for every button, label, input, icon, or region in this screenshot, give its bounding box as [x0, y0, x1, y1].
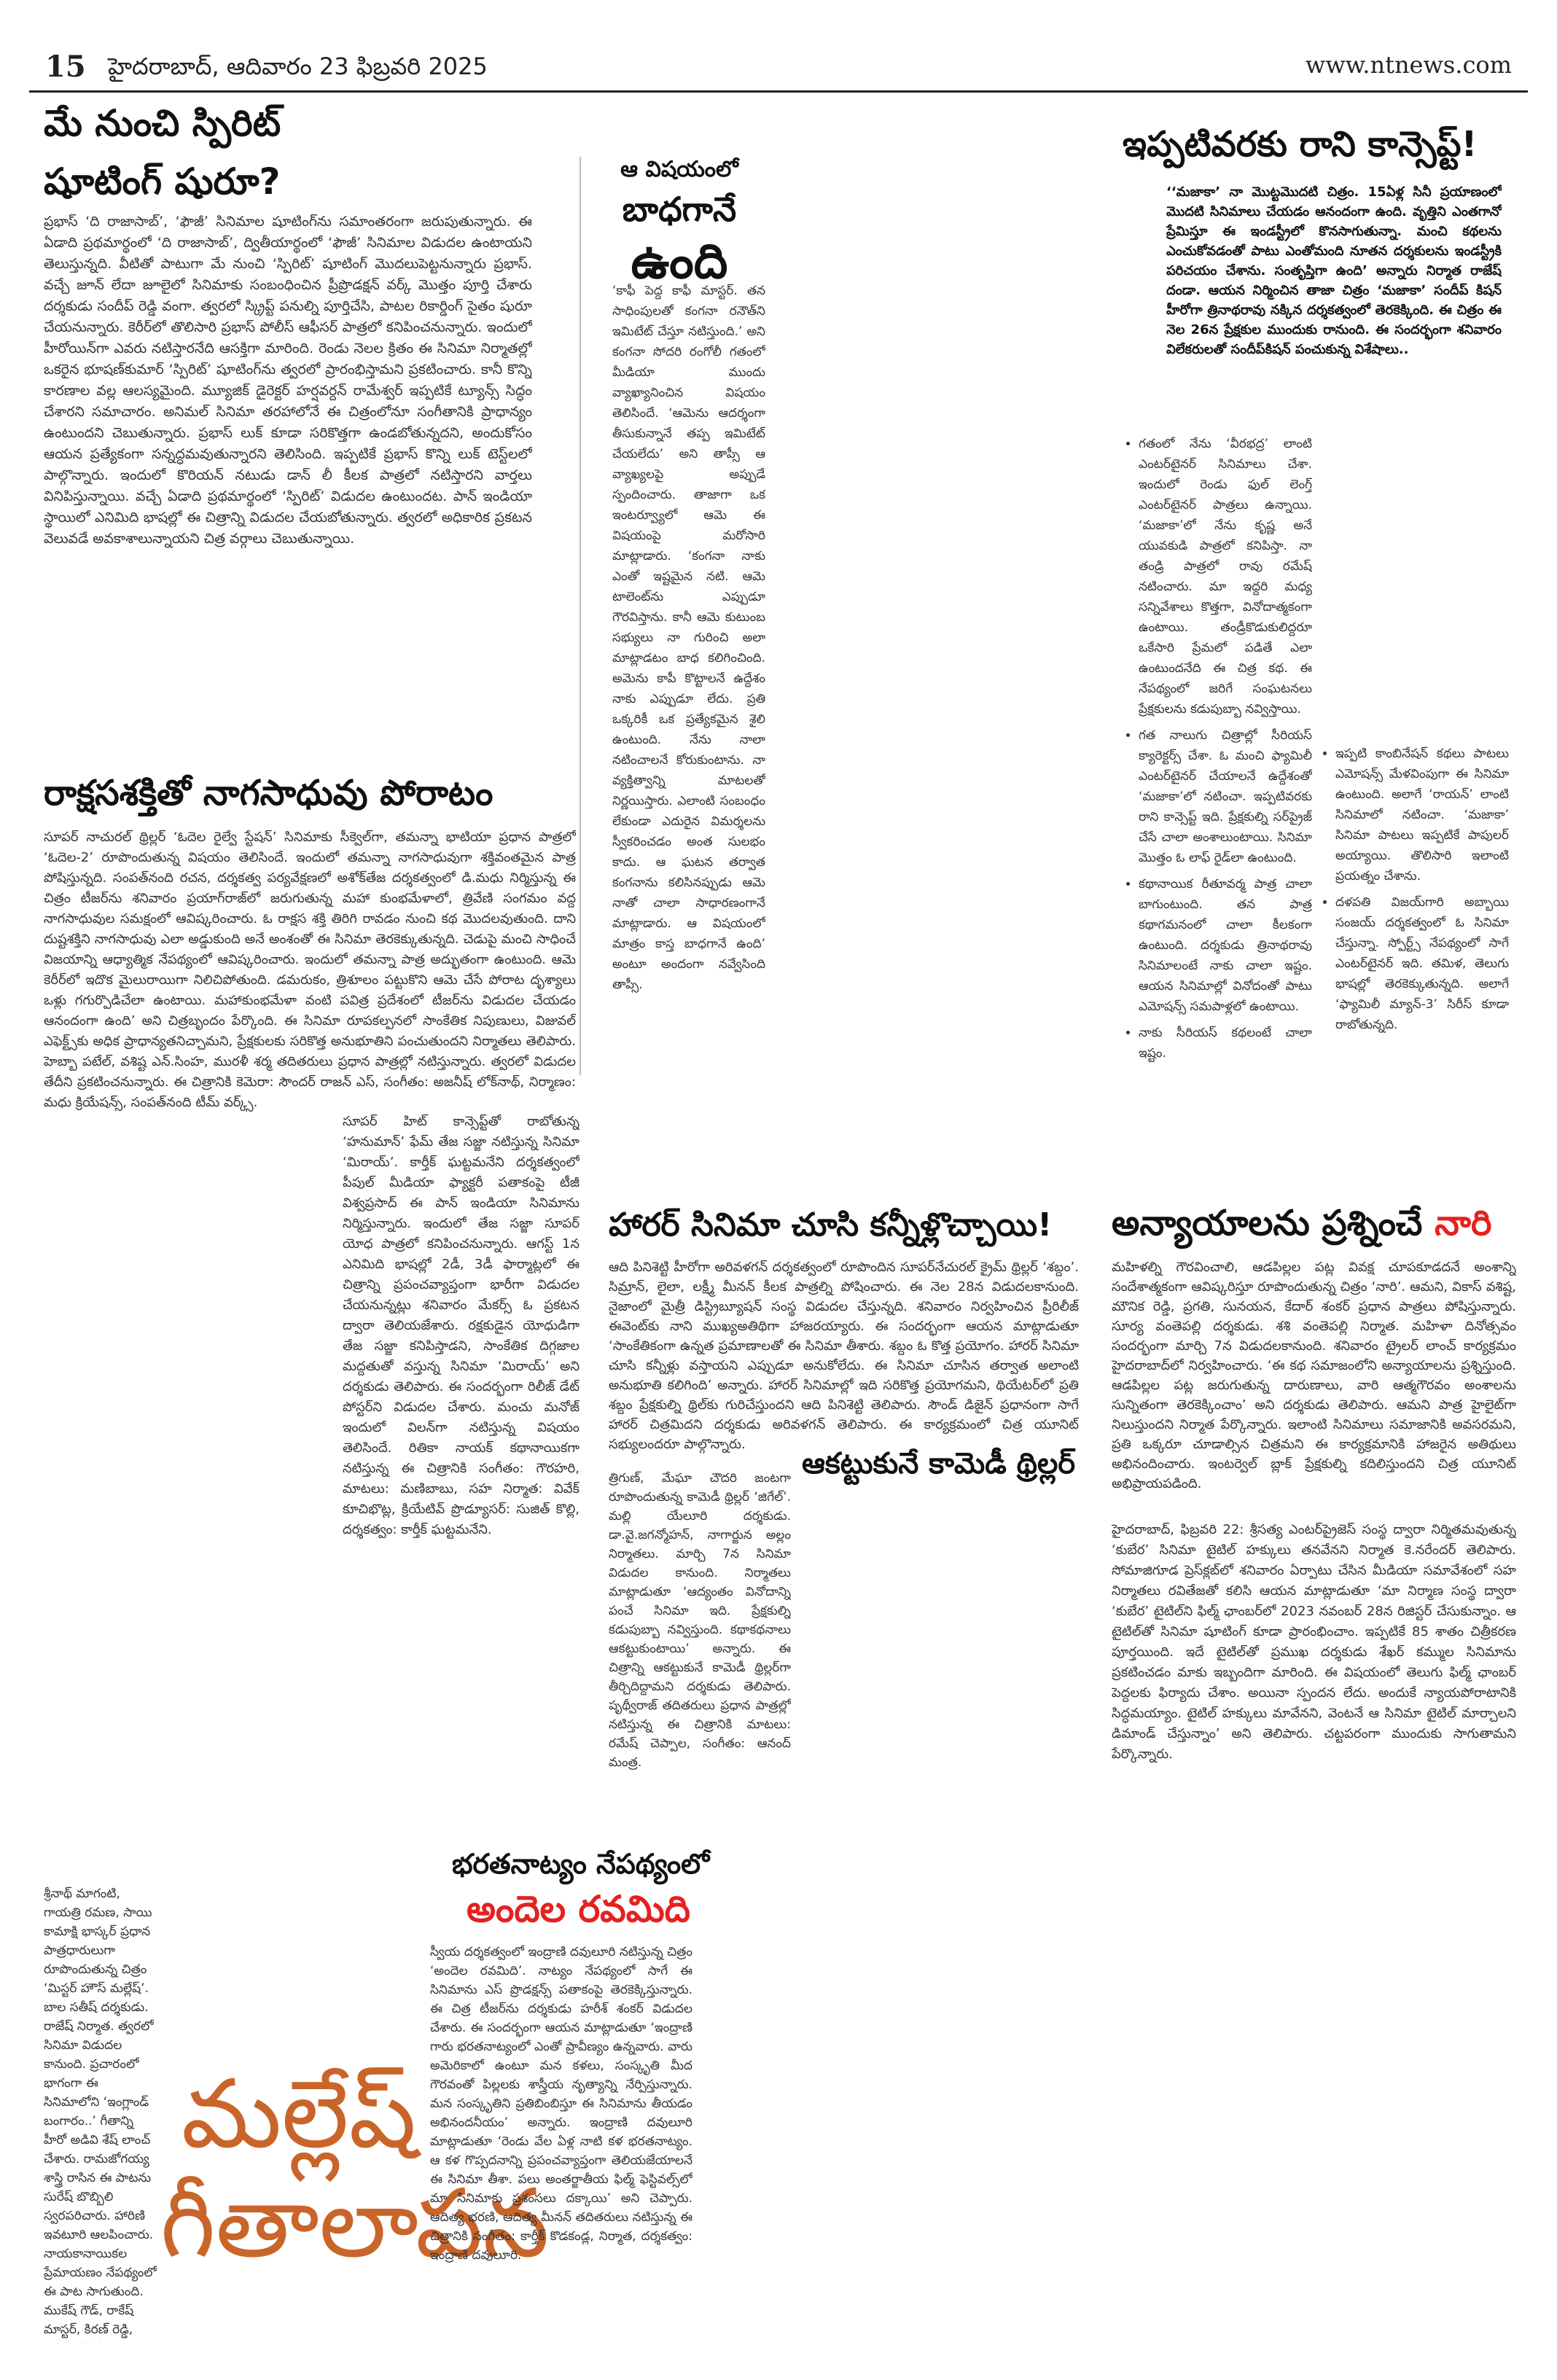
- article11-body: స్వీయ దర్శకత్వంలో ఇంద్రాణి దవులూరి నటిస్…: [430, 1945, 692, 2263]
- date-line: హైదరాబాద్, ఆదివారం 23 ఫిబ్రవరి 2025: [108, 52, 488, 80]
- article2-headline-2: బాధగానే: [622, 190, 737, 229]
- article2-body: ‘కాఫీ పెద్ద కాఫీ మాస్టర్. తన సాధింపులతో …: [612, 284, 765, 992]
- bullet-item: గతంలో నేను ‘వీరభద్ర’ లాంటి ఎంటర్‌టైనర్ స…: [1139, 434, 1312, 719]
- article10-title-2: గీతాలాపన: [160, 2168, 550, 2279]
- bullet-item: నాకు సీరియస్ కథలంటే చాలా ఇష్టం.: [1139, 1023, 1312, 1064]
- article5-body: సూపర్ హిట్ కాన్సెప్ట్‌తో రాబోతున్న ‘హనుమ…: [343, 1114, 580, 1537]
- article1-body: ప్రభాస్ ‘ది రాజాసాబ్’, ‘ఫౌజీ’ సినిమాల షూ…: [44, 214, 532, 547]
- column-divider: [580, 157, 581, 1075]
- article3-headline: ఇప్పటివరకు రాని కాన్సెప్ట్!: [1123, 124, 1478, 165]
- masthead-rule: [29, 90, 1528, 93]
- bullet-item: గత నాలుగు చిత్రాల్లో సీరియస్ క్యారెక్టర్…: [1139, 725, 1312, 868]
- article1-headline-2: షూటింగ్ షురూ?: [44, 160, 281, 203]
- page-number: 15: [45, 50, 86, 84]
- article9-body: హైదరాబాద్, ఫిబ్రవరి 22: శ్రీసత్య ఎంటర్‌ప…: [1112, 1522, 1516, 1762]
- article8-headline-accent: నారి: [1435, 1203, 1492, 1244]
- website-url[interactable]: www.ntnews.com: [1305, 51, 1512, 79]
- article7-body: త్రిగుణ్, మేఘా చౌదరి జంటగా రూపొందుతున్న …: [609, 1471, 791, 1770]
- article1-headline-1: మే నుంచి స్పిరిట్: [44, 102, 281, 144]
- article8-headline-text: అన్యాయాలను ప్రశ్నించే: [1112, 1203, 1435, 1244]
- article2-headline-3: ఉంది: [631, 233, 728, 289]
- bullet-item: ఇప్పటి కాంబినేషన్ కథలు పాటలు ఎమోషన్స్ మే…: [1335, 744, 1509, 886]
- article3-intro: ‘‘మజాకా’ నా మొట్టమొదటి చిత్రం. 15ఏళ్ల సి…: [1166, 184, 1502, 357]
- article11-headline-2: అందెల రవమిది: [467, 1888, 690, 1930]
- article4-headline: రాక్షసశక్తితో నాగసాధువు పోరాటం: [44, 773, 493, 814]
- article10-body: శ్రీనాథ్ మాగంటి, గాయత్రి రమణ, సాయి కామాక…: [44, 1887, 157, 2344]
- bullet-item: కథానాయిక రీతూవర్మ పాత్ర చాలా బాగుంటుంది.…: [1139, 874, 1312, 1017]
- article6-headline: హారర్ సినిమా చూసి కన్నీళ్లొచ్చాయి!: [609, 1206, 1053, 1244]
- article8-headline: అన్యాయాలను ప్రశ్నించే నారి: [1112, 1203, 1491, 1252]
- bullet-item: దళపతి విజయ్‌గారి అబ్బాయి సంజయ్ దర్శకత్వం…: [1335, 892, 1509, 1035]
- article4-body: సూపర్ నాచురల్ థ్రిల్లర్ ‘ఓదెల రైల్వే స్ట…: [44, 830, 576, 1110]
- article6-body: ఆది పినిశెట్టి హీరోగా అరివళగన్ దర్శకత్వం…: [609, 1260, 1079, 1452]
- article10-title-1: మల్లేష్: [181, 2059, 417, 2169]
- article2-headline-1: ఆ విషయంలో: [620, 157, 738, 182]
- article8-body: మహిళల్ని గౌరవించాలి, ఆడపిల్లల పట్ల వివక్…: [1112, 1260, 1516, 1491]
- article3-bullets-left: గతంలో నేను ‘వీరభద్ర’ లాంటి ఎంటర్‌టైనర్ స…: [1123, 434, 1312, 1090]
- article7-headline: ఆకట్టుకునే కామెడీ థ్రిల్లర్: [802, 1447, 1076, 1480]
- article3-bullets-right: ఇప్పటి కాంబినేషన్ కథలు పాటలు ఎమోషన్స్ మే…: [1319, 744, 1509, 1064]
- article11-headline-1: భరతనాట్యం నేపథ్యంలో: [452, 1848, 710, 1880]
